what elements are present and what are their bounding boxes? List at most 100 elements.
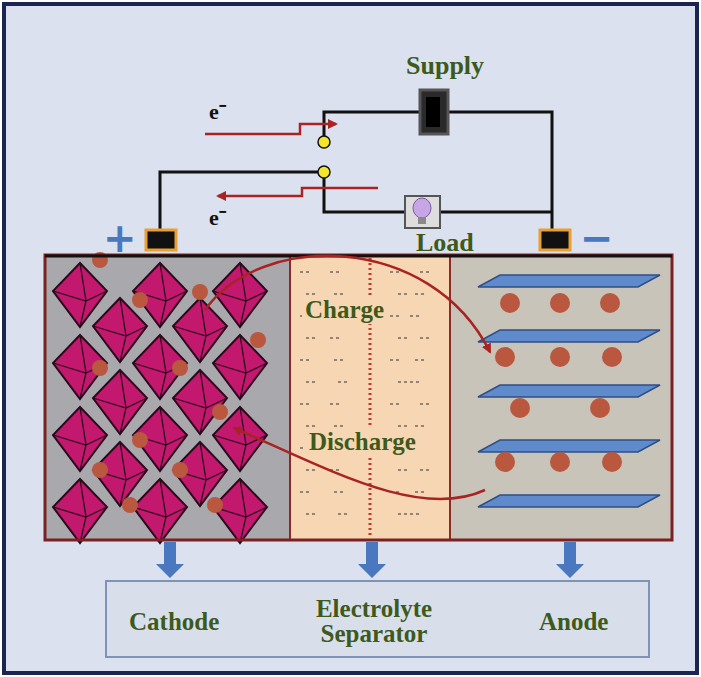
lithium-ion [602,452,622,472]
dash [410,513,422,514]
dash [330,337,342,338]
dash [390,359,402,360]
dash [334,491,346,492]
lithium-ion [500,293,520,313]
lithium-ion [250,332,266,348]
lithium-ion [122,497,138,513]
lithium-ion [600,293,620,313]
wires [160,112,552,232]
lithium-ion [495,347,515,367]
octahedron [173,370,227,434]
dash [306,425,318,426]
octahedron [133,479,187,543]
dash [338,513,350,514]
octahedron-edge [53,263,107,327]
supply-label: Supply [406,53,484,79]
electron-flow-arrow [205,124,336,134]
octahedron [53,263,107,327]
octahedron [133,407,187,471]
region-border [449,255,451,540]
lithium-ion [550,347,570,367]
graphite-layer [478,330,660,342]
octahedron-edge [93,370,147,434]
octahedron-edge [53,335,107,399]
dash [398,425,410,426]
lithium-ion [192,284,208,300]
supply-symbol [426,97,440,127]
dash [306,469,318,470]
lithium-ion [132,432,148,448]
dash [420,337,432,338]
load-label: Load [416,230,474,256]
octahedron-edge [53,407,107,471]
lithium-ion [510,398,530,418]
part-name: Electrolyte Separator [299,596,449,646]
dash [398,293,410,294]
lithium-ion [207,497,223,513]
dash [390,315,402,316]
dash [330,271,342,272]
process-label: Charge [302,296,387,324]
octahedron-edge [133,263,187,327]
octahedron-edge [173,370,227,434]
bulb [413,198,431,218]
bulb-base [418,217,426,224]
octahedron [173,298,227,362]
dash [410,381,422,382]
panel [4,4,697,673]
switch-contact [318,166,330,178]
supply-symbol [420,90,448,134]
graphite-layer [478,440,660,452]
octahedron-edge [93,442,147,506]
octahedron [213,263,267,327]
dash [398,513,410,514]
lithium-ion [172,462,188,478]
load-symbol [405,196,440,228]
octahedron-edge [133,479,187,543]
dash [420,271,432,272]
graphite-layer [478,385,660,397]
discharge-arrow [234,428,485,499]
dash [398,381,410,382]
octahedron-edge [213,479,267,543]
graphite-layer [478,495,660,507]
dash [334,425,346,426]
dash [338,381,350,382]
electrolyte-dashes [300,272,432,514]
dash [300,359,312,360]
graphite-layer [478,275,660,287]
electron-flow-arrow [218,188,378,196]
dash [306,381,318,382]
part-name: Anode [539,609,608,634]
dash [390,271,402,272]
octahedron [133,335,187,399]
dash [415,491,427,492]
octahedron-edge [133,335,187,399]
dash [300,491,312,492]
octahedron [133,263,187,327]
lithium-ion [550,293,570,313]
dash [415,293,427,294]
lithium-ion [495,452,515,472]
switch-contact [318,136,330,148]
lithium-ion [92,462,108,478]
dash [300,271,312,272]
octahedron [53,407,107,471]
dash [420,469,432,470]
dash [306,293,318,294]
octahedron [93,370,147,434]
dash [306,513,318,514]
octahedron-edge [213,263,267,327]
cathode-lattice [53,252,267,543]
lithium-ion [132,292,148,308]
electron-label: e⁻ [209,201,226,231]
octahedron [53,479,107,543]
lithium-ion [212,404,228,420]
process-label: Discharge [306,428,419,456]
dash [300,403,312,404]
dash [306,337,318,338]
octahedron [53,335,107,399]
battery-case [45,255,672,540]
positive-terminal [146,230,176,250]
